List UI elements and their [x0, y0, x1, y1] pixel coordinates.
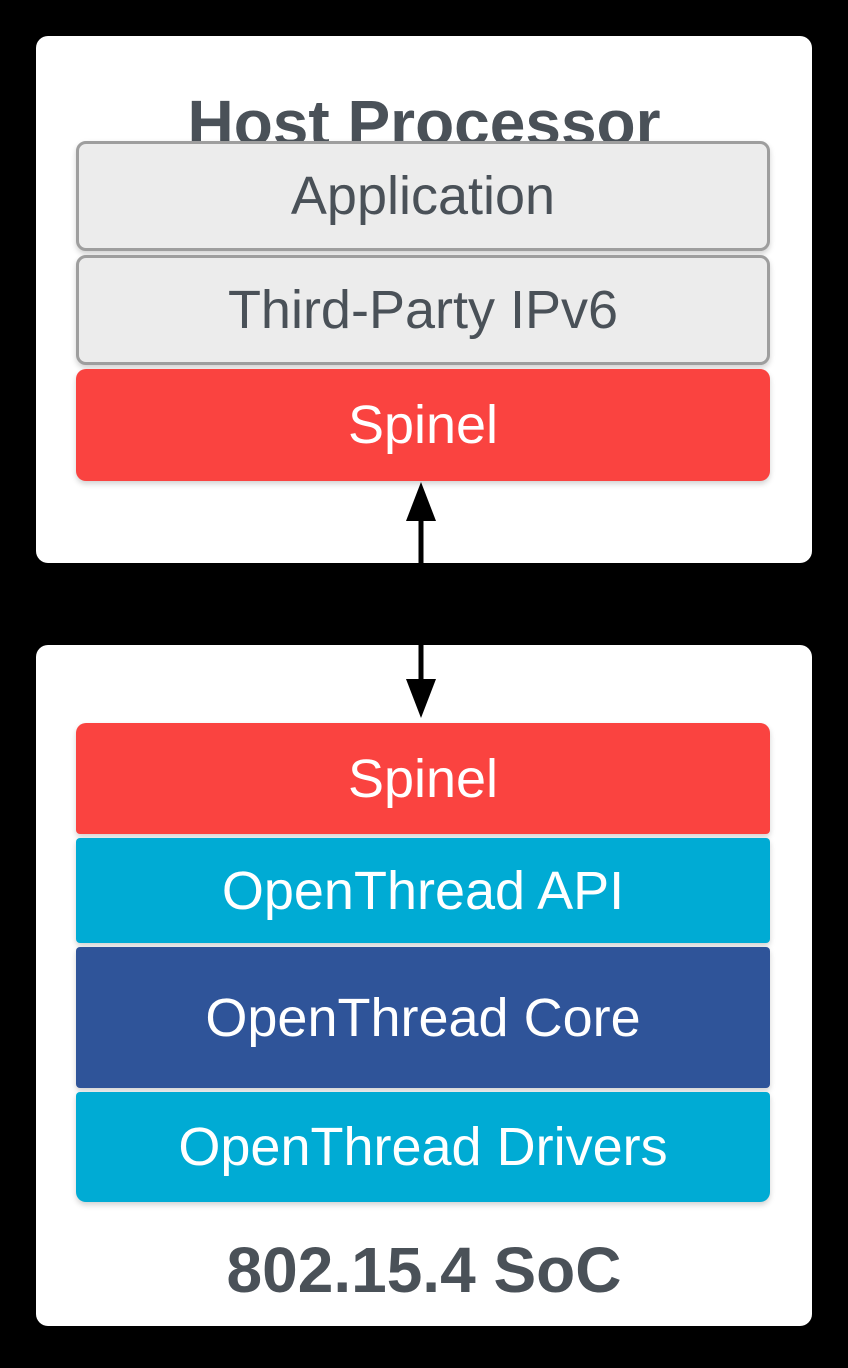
layer-openthread-drivers-label: OpenThread Drivers: [178, 1117, 668, 1177]
layer-openthread-core-label: OpenThread Core: [205, 987, 641, 1048]
layer-openthread-api: OpenThread API: [76, 838, 770, 943]
soc-title: 802.15.4 SoC: [226, 1234, 622, 1306]
layer-spinel-host-label: Spinel: [347, 395, 499, 455]
layer-third-party-ipv6-label: Third-Party IPv6: [227, 280, 619, 340]
layer-spinel-soc-label: Spinel: [347, 748, 499, 809]
soc-box: Spinel OpenThread API OpenThread Core Op…: [36, 645, 812, 1326]
layer-spinel-host: Spinel: [76, 369, 770, 481]
layer-openthread-core: OpenThread Core: [76, 947, 770, 1088]
host-processor-box: Host Processor Application Third-Party I…: [36, 36, 812, 563]
layer-openthread-api-label: OpenThread API: [221, 860, 625, 921]
bidirectional-arrow-icon: [406, 482, 436, 718]
layer-application-label: Application: [290, 166, 556, 226]
layer-third-party-ipv6: Third-Party IPv6: [76, 255, 770, 365]
layer-spinel-soc: Spinel: [76, 723, 770, 834]
layer-application: Application: [76, 141, 770, 251]
layer-openthread-drivers: OpenThread Drivers: [76, 1092, 770, 1202]
